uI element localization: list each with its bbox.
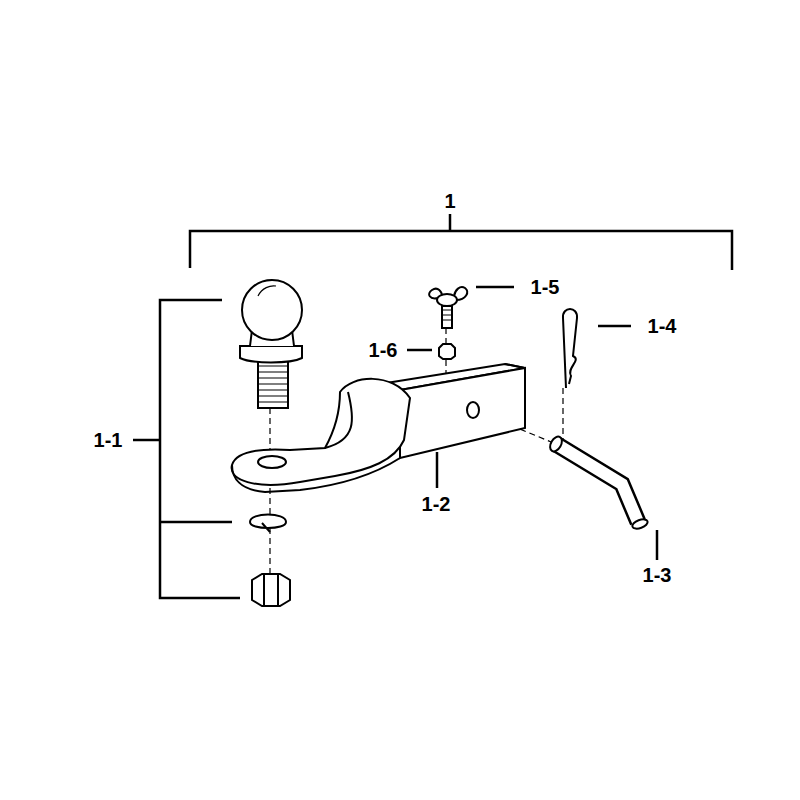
- callout-number: 1-6: [369, 340, 398, 360]
- threaded-shank: [258, 360, 288, 408]
- lock-washer: [250, 515, 286, 533]
- ball-collar: [240, 346, 302, 363]
- wing-body: [437, 294, 457, 306]
- hitch-pin-body: [556, 444, 638, 522]
- ball: [242, 280, 302, 340]
- brackets: [133, 214, 732, 598]
- leader-line: [476, 286, 514, 289]
- ball-hole: [258, 456, 286, 468]
- callout-number: 1-3: [643, 565, 672, 585]
- callout-number: 1-4: [648, 316, 677, 336]
- hex-nut: [252, 574, 290, 606]
- ball-bracket-arm: [160, 521, 232, 524]
- leader-line: [407, 349, 432, 352]
- leader-line: [656, 530, 659, 560]
- pin-end: [548, 435, 565, 454]
- tube-side: [400, 368, 525, 458]
- leader-line: [598, 325, 631, 328]
- gooseneck-edge: [325, 392, 352, 448]
- assembly-bracket: [190, 231, 732, 270]
- clip-axis: [562, 388, 563, 440]
- callout-number: 1-2: [422, 494, 451, 514]
- leader-line: [436, 452, 439, 488]
- ball-bracket: [160, 300, 240, 598]
- callout-number: 1-5: [531, 277, 560, 297]
- wing-threads: [443, 310, 453, 320]
- small-nut: [439, 344, 455, 359]
- leader-line: [133, 439, 160, 442]
- hitch-pin-outline: [556, 444, 638, 522]
- hitch-ball: [240, 280, 302, 606]
- assembly-bracket-tick: [449, 214, 452, 231]
- ball-shine: [258, 286, 276, 296]
- pin-hole: [467, 402, 479, 418]
- callout-number: 1: [444, 191, 455, 211]
- wing-stud: [442, 306, 452, 328]
- threads: [258, 366, 288, 402]
- hair-pin-clip: [563, 309, 577, 388]
- pin-tip: [631, 518, 649, 531]
- tube-end: [505, 364, 525, 428]
- callout-number: 1-1: [94, 430, 123, 450]
- small-parts: [429, 287, 649, 530]
